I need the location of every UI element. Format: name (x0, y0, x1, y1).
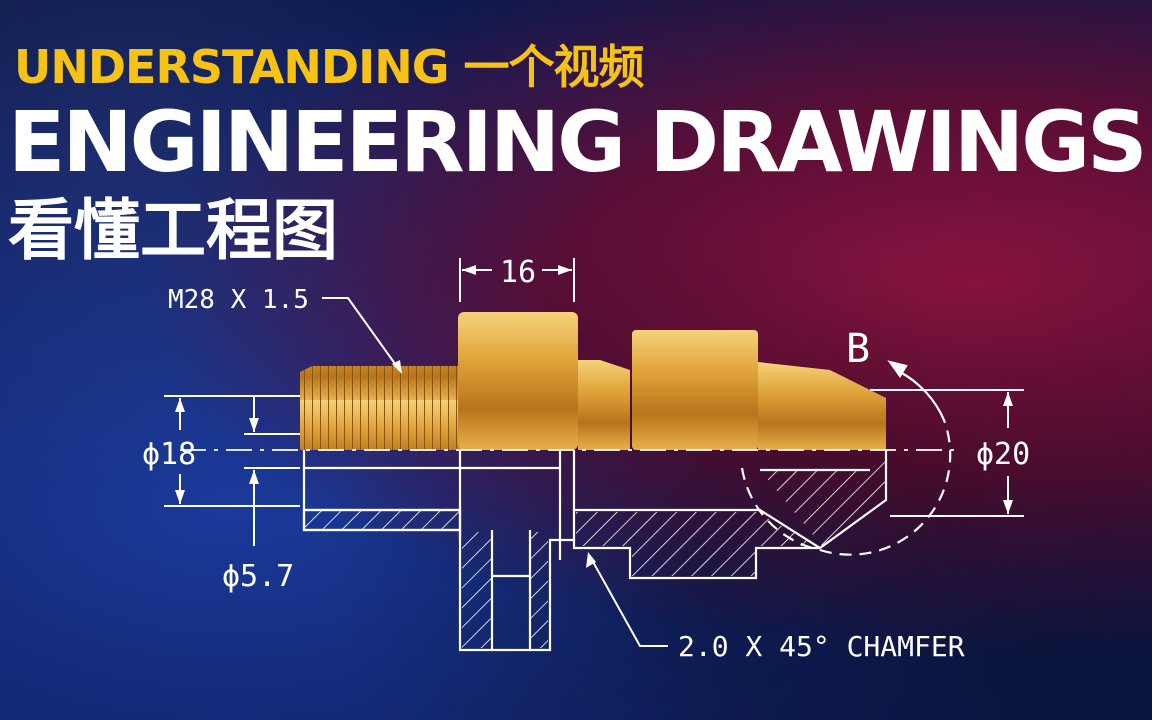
dimension-length (459, 258, 575, 302)
dimension-right-diameter (870, 389, 1024, 517)
thread-leader (322, 297, 402, 374)
headline-line-1: UNDERSTANDING 一个视频 (14, 40, 644, 94)
dimension-bore-diameter (244, 396, 300, 546)
dim-length-text: 16 (500, 255, 536, 290)
chamfer-callout: 2.0 X 45° CHAMFER (678, 630, 965, 663)
detail-circle-b (740, 360, 952, 556)
chamfer-leader (586, 552, 668, 647)
headline-line-3: 看懂工程图 (8, 192, 338, 269)
dimension-left-diameter (164, 395, 300, 507)
detail-label-b: B (846, 326, 870, 372)
dim-left-dia-text: ϕ18 (142, 437, 196, 472)
dim-right-dia-text: ϕ20 (976, 437, 1030, 472)
section-view (180, 449, 960, 652)
thread-callout: M28 X 1.5 (168, 285, 309, 315)
headline-line-2: ENGINEERING DRAWINGS (8, 93, 1148, 191)
dim-bore-dia-text: ϕ5.7 (222, 559, 294, 594)
brass-fitting-render (300, 312, 886, 450)
